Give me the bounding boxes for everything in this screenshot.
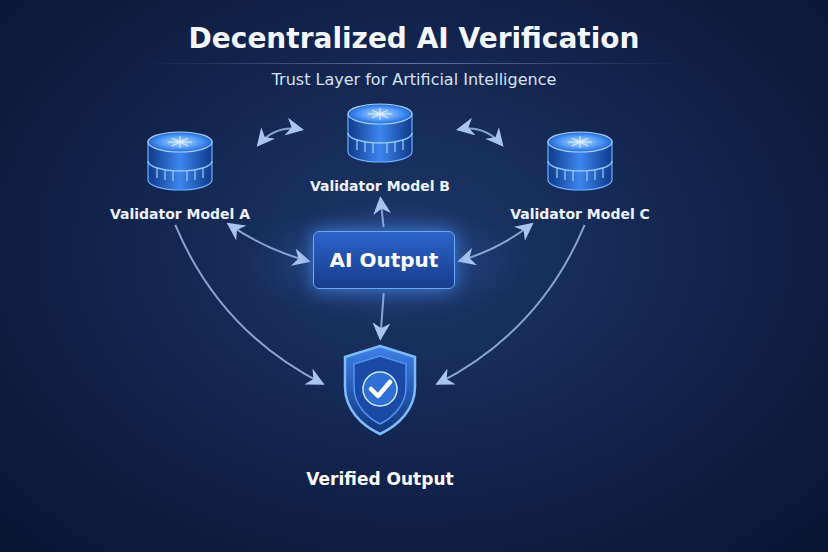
subtitle: Trust Layer for Artificial Intelligence: [0, 70, 828, 89]
connector-arrow: [380, 293, 383, 339]
shield-icon: [339, 343, 421, 441]
node-label: Validator Model C: [506, 206, 654, 222]
connector-arrow: [380, 198, 383, 227]
validator-node: Validator Model A: [106, 128, 254, 222]
connector-arrow: [459, 224, 532, 261]
title-rule: [140, 63, 688, 64]
database-icon: [343, 100, 417, 170]
verified-node: Verified Output: [302, 343, 457, 489]
validator-node: Validator Model B: [306, 100, 454, 194]
diagram-title: Decentralized AI Verification: [0, 22, 828, 55]
node-label: AI Output: [330, 248, 439, 272]
connector-arrow: [437, 225, 585, 384]
validator-node: Validator Model C: [506, 128, 654, 222]
database-icon: [543, 128, 617, 198]
connector-arrow: [175, 225, 323, 384]
node-label: Validator Model A: [106, 206, 254, 222]
connector-arrow: [228, 224, 309, 262]
node-label: Verified Output: [302, 469, 457, 489]
connector-arrow: [258, 129, 302, 146]
output-box: AI Output: [313, 231, 456, 289]
node-label: Validator Model B: [306, 178, 454, 194]
database-icon: [143, 128, 217, 198]
connector-arrow: [458, 129, 503, 146]
